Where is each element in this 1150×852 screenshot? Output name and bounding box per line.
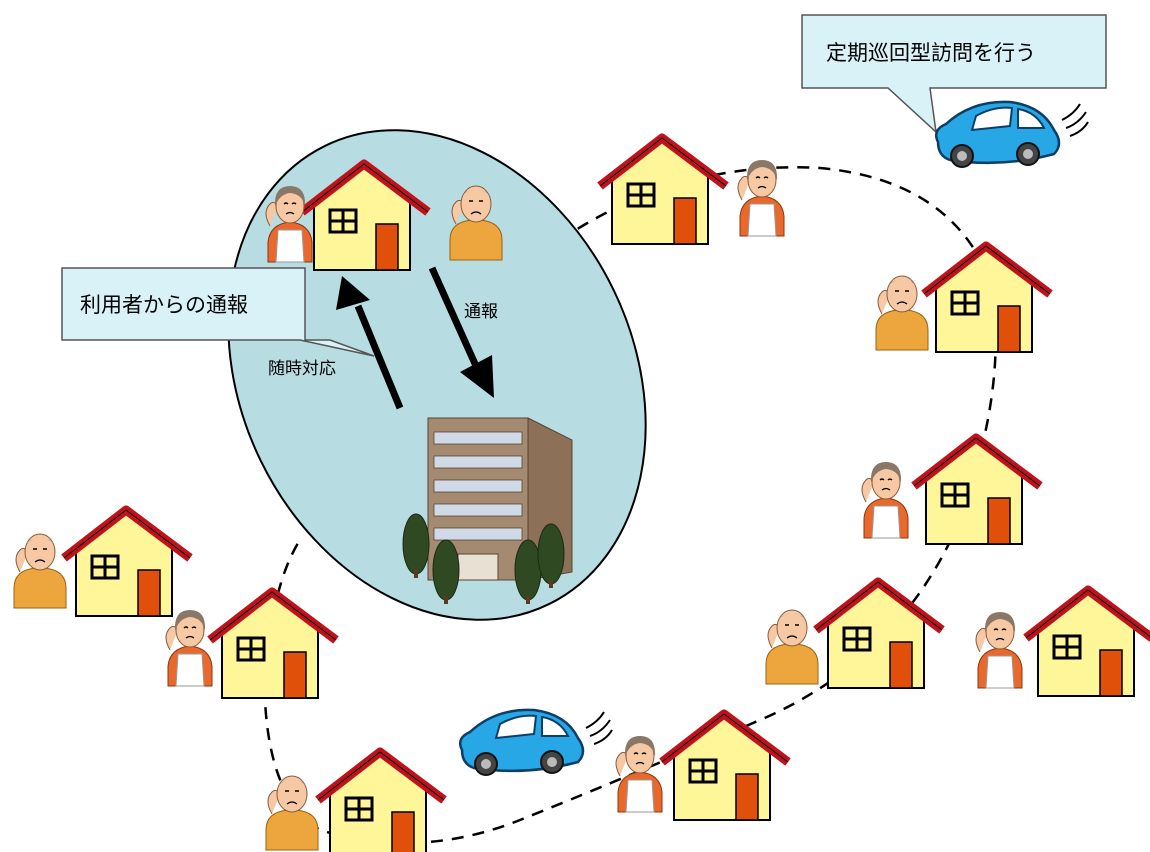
callout-patrol-visit: 定期巡回型訪問を行う: [801, 14, 1107, 134]
elderly-woman-icon: [615, 735, 663, 813]
house-icon: [924, 246, 1050, 352]
house-icon: [64, 510, 190, 616]
house-icon: [662, 714, 788, 820]
elderly-man-icon: [13, 533, 67, 609]
house-icon: [816, 582, 942, 688]
house-icon: [318, 752, 444, 852]
arrow-label-report: 通報: [464, 302, 498, 322]
car-icon: [458, 708, 614, 777]
elderly-woman-icon: [975, 611, 1023, 689]
elderly-man-icon: [875, 275, 929, 351]
callout-user-call-text: 利用者からの通報: [80, 293, 248, 317]
house-icon: [914, 438, 1040, 544]
care-office-building-icon: [402, 417, 573, 605]
car-icon: [934, 100, 1090, 169]
house-icon: [1026, 590, 1150, 696]
arrow-respond: [336, 276, 404, 410]
arrow-report: [428, 266, 494, 398]
callout-user-call: 利用者からの通報: [61, 267, 375, 357]
house-icon: [210, 592, 336, 698]
elderly-woman-icon: [165, 609, 213, 687]
elderly-woman-icon: [861, 461, 909, 539]
callout-patrol-visit-text: 定期巡回型訪問を行う: [826, 41, 1036, 65]
elderly-man-icon: [765, 609, 819, 685]
house-icon: [600, 138, 726, 244]
arrow-label-respond: 随時対応: [268, 359, 336, 379]
elderly-man-icon: [265, 775, 319, 851]
